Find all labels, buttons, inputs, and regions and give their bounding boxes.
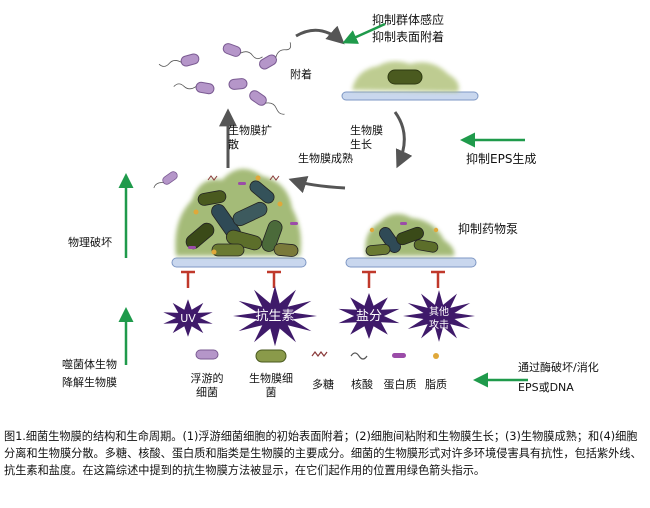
legend-protein-label: 蛋白质 [383,378,417,391]
inhibition-bars [181,270,445,288]
planktonic-bacteria-cluster [158,42,292,115]
label-inhibit-attach: 抑制表面附着 [372,30,445,44]
label-phage: 噬菌体生物降解生物膜 [62,358,117,389]
stressor-salt-text: 盐分 [355,309,382,324]
surface-1 [341,91,479,101]
mature-biofilm [153,168,307,268]
legend-icons [195,349,439,363]
legend-nucleic-acid-label: 核酸 [351,378,373,391]
legend-lipid-label: 脂质 [425,378,447,391]
label-maturation: 生物膜成熟 [298,152,353,165]
uv-star [163,299,213,337]
label-inhibit-pump: 抑制药物泵 [458,222,519,236]
growth-arrow [393,111,413,169]
legend-polysaccharide-label: 多糖 [312,378,334,391]
stressor-stars [163,285,475,347]
surface-mature [171,257,307,268]
growing-biofilm [345,213,477,268]
stressor-antibiotic-text: 抗生素 [255,309,295,324]
stressor-uv-text: UV [180,312,196,325]
figure-caption: 图1.细菌生物膜的结构和生命周期。(1)浮游细菌细胞的初始表面附着；(2)细胞间… [4,430,642,477]
label-inhibit-eps: 抑制EPS生成 [466,152,537,166]
maturation-arrow [288,176,346,194]
diagram-canvas [118,22,528,388]
antibiotic-star [233,285,317,347]
legend-planktonic-label: 浮游的细菌 [190,372,224,399]
biofilm-life-cycle-diagram: 抑制群体感应 抑制表面附着 附着 生物膜扩散 生物膜生长 生物膜成熟 抑制EPS… [62,13,599,399]
legend-biofilm-label: 生物膜细菌 [249,372,293,399]
label-growth: 生物膜生长 [350,124,383,151]
legend-nucleic-acid-icon [350,352,368,360]
attached-bacterium [387,69,423,85]
other-attack-star [403,290,475,342]
label-attach: 附着 [290,68,312,81]
surface-growing [345,257,477,268]
label-physical-damage: 物理破坏 [68,236,112,249]
label-enzymatic: 通过酶破坏/消化EPS或DNA [518,361,599,394]
legend-lipid-icon [433,353,439,359]
label-inhibit-quorum: 抑制群体感应 [372,13,445,27]
legend-protein-icon [392,353,406,358]
salt-star [338,293,400,339]
attach-arrow [295,25,345,45]
legend-planktonic-icon [195,349,219,360]
attachment-stage [341,61,479,101]
stressor-other-text: 其他攻击 [429,307,449,331]
legend-biofilm-icon [255,349,287,363]
legend-polysaccharide-icon [311,351,328,357]
green-arrow-quorum [342,22,386,44]
label-dispersal: 生物膜扩散 [228,124,272,151]
